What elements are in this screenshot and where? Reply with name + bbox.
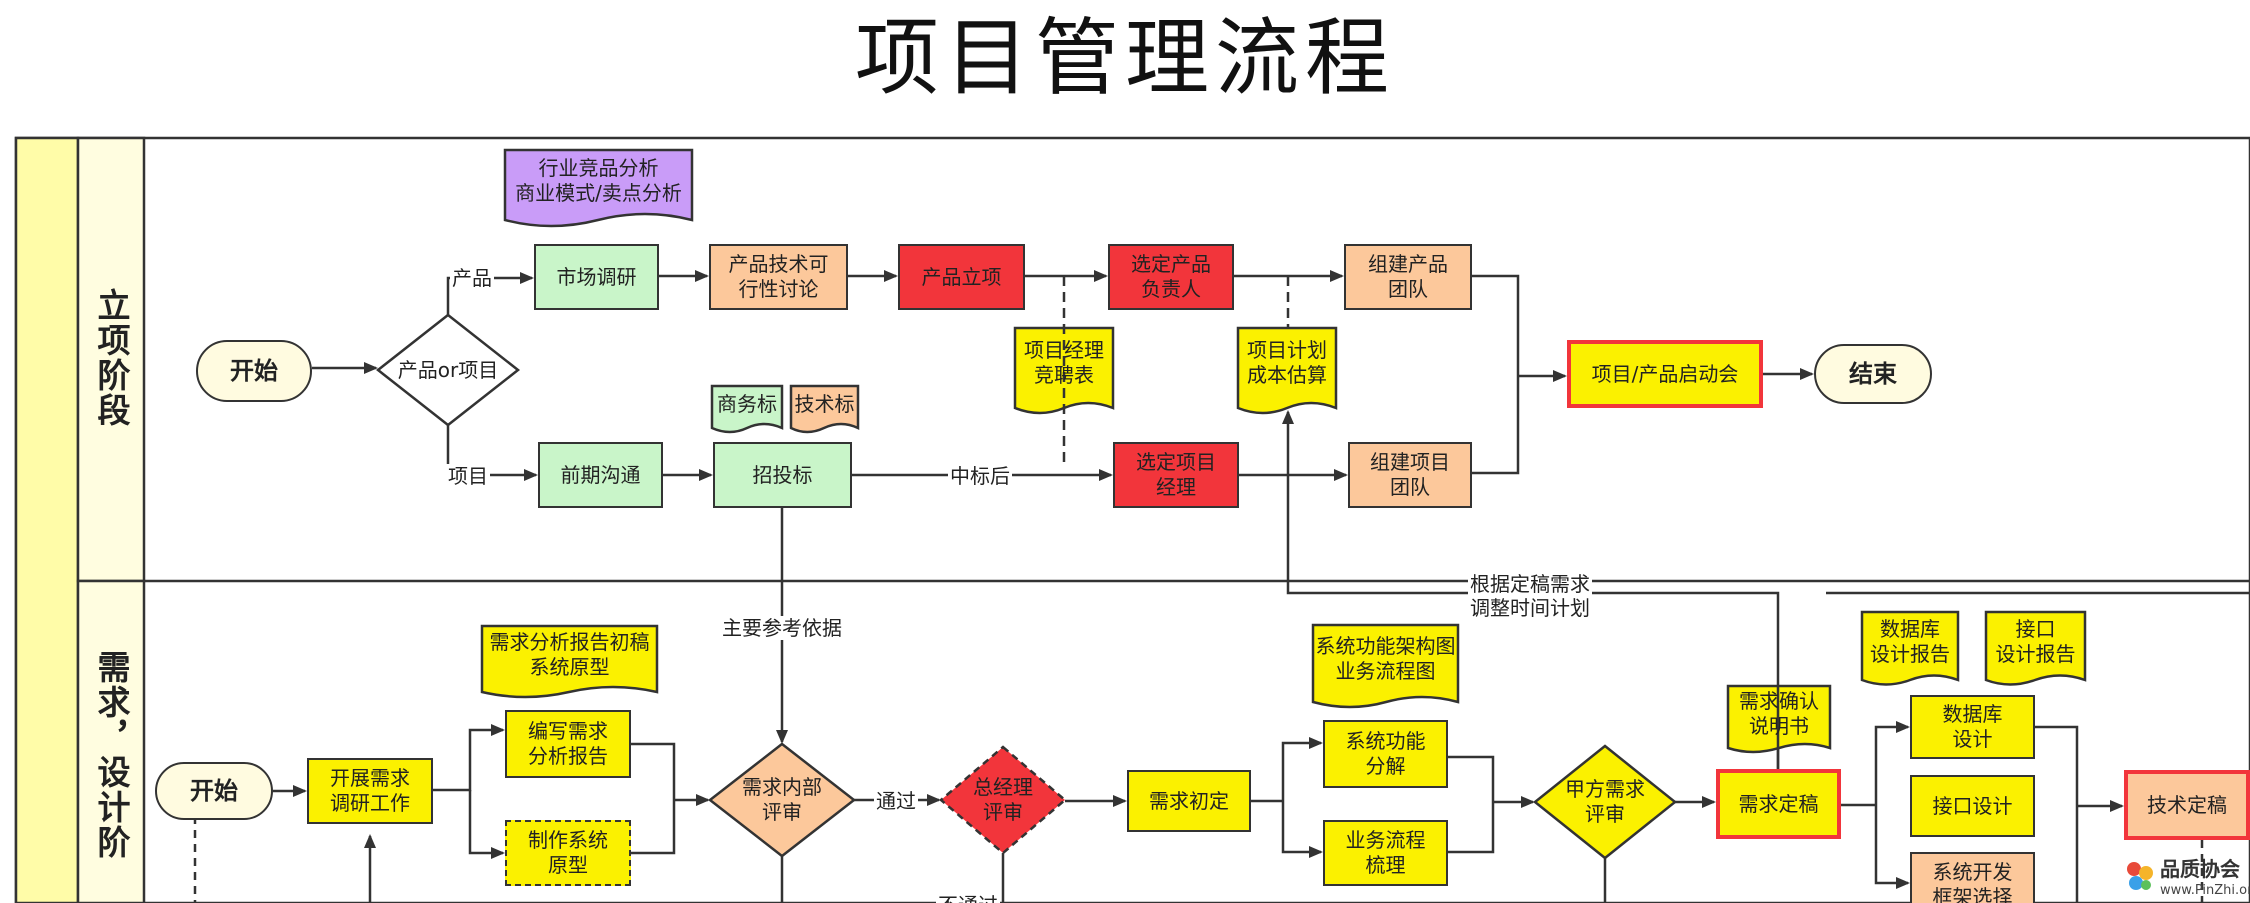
pinzhi-logo-icon bbox=[2127, 862, 2153, 890]
biz-flow-node: 业务流程 梳理 bbox=[1323, 820, 1448, 886]
lane-header-stage1 bbox=[76, 136, 146, 583]
tech-final-node: 技术定稿 bbox=[2124, 770, 2250, 840]
select-product-owner-node: 选定产品 负责人 bbox=[1108, 244, 1234, 310]
write-req-report-node: 编写需求 分析报告 bbox=[505, 710, 631, 778]
build-project-team-node: 组建项目 团队 bbox=[1348, 442, 1472, 508]
edge-label-after-winning: 中标后 bbox=[948, 464, 1012, 488]
industry-analysis-doc-shape bbox=[503, 148, 694, 228]
func-decomp-node: 系统功能 分解 bbox=[1323, 720, 1448, 788]
gm-review-shape bbox=[939, 745, 1067, 855]
req-draft-doc: 需求分析报告初稿 系统原型 bbox=[489, 630, 650, 679]
arch-doc-shape bbox=[1311, 623, 1460, 709]
api-design-node: 接口设计 bbox=[1910, 775, 2035, 837]
bidding-node: 招投标 bbox=[713, 442, 852, 508]
edge-label-adjust-plan: 根据定稿需求 调整时间计划 bbox=[1468, 572, 1592, 620]
start-node-stage1: 开始 bbox=[196, 340, 312, 402]
end-node: 结束 bbox=[1814, 344, 1932, 404]
watermark-url: www.PinZhi.org bbox=[2160, 883, 2250, 898]
api-design-doc: 接口 设计报告 bbox=[1995, 617, 2076, 666]
early-communication-node: 前期沟通 bbox=[538, 442, 663, 508]
db-design-doc-shape bbox=[1860, 610, 1960, 686]
pm-hiring-doc: 项目经理 竞聘表 bbox=[1024, 338, 1104, 387]
db-design-node: 数据库 设计 bbox=[1910, 695, 2035, 759]
plan-cost-doc: 项目计划 成本估算 bbox=[1247, 338, 1327, 387]
tech-bid-doc-shape bbox=[789, 384, 860, 434]
market-research-node: 市场调研 bbox=[534, 244, 659, 310]
lane-header-stage2 bbox=[76, 579, 146, 903]
plan-cost-doc-shape bbox=[1236, 326, 1338, 415]
lane-label-stage1: 立项阶段 bbox=[92, 288, 131, 428]
edge-label-product: 产品 bbox=[450, 266, 494, 290]
api-design-doc-shape bbox=[1984, 610, 2087, 686]
internal-review-diamond: 需求内部 评审 bbox=[742, 775, 822, 824]
req-confirm-doc: 需求确认 说明书 bbox=[1739, 689, 1819, 738]
product-approval-node: 产品立项 bbox=[898, 244, 1025, 310]
start-node-stage2: 开始 bbox=[155, 762, 273, 820]
make-prototype-node: 制作系统 原型 bbox=[505, 820, 631, 886]
edge-label-not-passed: 不通过 bbox=[936, 893, 1000, 903]
arch-doc: 系统功能架构图 业务流程图 bbox=[1315, 634, 1456, 683]
req-final-node: 需求定稿 bbox=[1716, 769, 1841, 839]
edge-label-main-reference: 主要参考依据 bbox=[720, 616, 844, 640]
watermark-name: 品质协会 bbox=[2160, 857, 2240, 881]
req-draft-doc-shape bbox=[480, 624, 659, 699]
edge-label-passed: 通过 bbox=[874, 789, 918, 813]
client-review-diamond: 甲方需求 评审 bbox=[1565, 777, 1645, 826]
select-pm-node: 选定项目 经理 bbox=[1113, 442, 1239, 508]
gm-review-diamond: 总经理 评审 bbox=[973, 775, 1033, 824]
req-initial-node: 需求初定 bbox=[1127, 770, 1251, 832]
swimlane-outer-header bbox=[14, 136, 80, 903]
lane-label-stage2: 需求，设计阶 bbox=[92, 650, 131, 860]
kickoff-node: 项目/产品启动会 bbox=[1567, 340, 1763, 408]
page-title: 项目管理流程 bbox=[854, 9, 1395, 107]
decision-product-or-project: 产品or项目 bbox=[397, 357, 499, 382]
feasibility-node: 产品技术可 行性讨论 bbox=[709, 244, 848, 310]
edge-label-project: 项目 bbox=[446, 464, 490, 488]
tech-bid-doc: 技术标 bbox=[794, 391, 855, 416]
req-research-node: 开展需求 调研工作 bbox=[307, 758, 433, 824]
db-design-doc: 数据库 设计报告 bbox=[1870, 617, 1950, 666]
framework-select-node: 系统开发 框架选择 bbox=[1910, 852, 2035, 903]
business-bid-doc-shape bbox=[710, 384, 784, 434]
industry-analysis-doc: 行业竞品分析 商业模式/卖点分析 bbox=[515, 156, 682, 205]
business-bid-doc: 商务标 bbox=[717, 391, 777, 416]
build-product-team-node: 组建产品 团队 bbox=[1344, 244, 1472, 310]
